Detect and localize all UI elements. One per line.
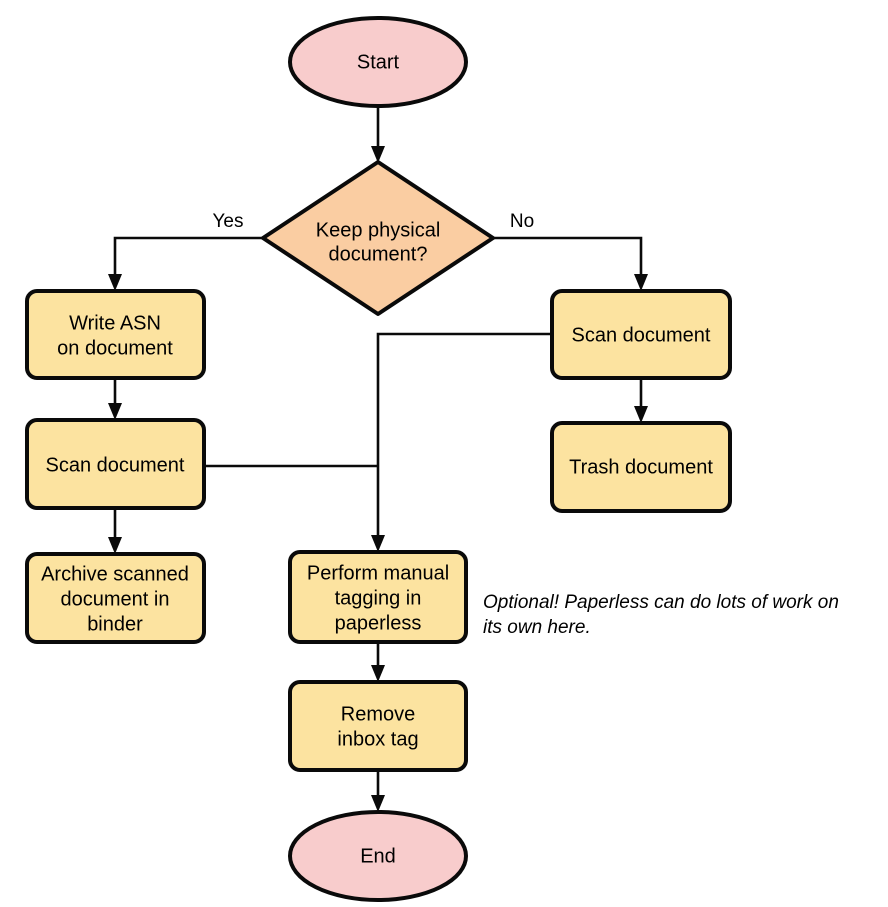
node-tagging-label-line3: paperless xyxy=(335,612,422,634)
scan-document-right-box-shape xyxy=(550,289,732,380)
node-remove-inbox-label-line2: inbox tag xyxy=(337,728,418,750)
remove-inbox-box-shape xyxy=(288,680,468,772)
node-archive-scanned-document[interactable]: Archive scanned document in binder xyxy=(25,552,206,644)
arrow-head-icon xyxy=(371,795,385,812)
edge-scan-right-to-tagging xyxy=(371,332,552,552)
node-remove-inbox-label-line1: Remove xyxy=(341,703,415,725)
node-trash-document[interactable]: Trash document xyxy=(550,421,732,513)
edge-decision-yes-to-write-asn xyxy=(108,236,263,291)
node-decision-keep-physical-document[interactable]: Keep physical document? xyxy=(261,160,495,316)
edge-label-yes: Yes xyxy=(213,211,244,232)
annotation-note-line2: its own here. xyxy=(483,617,591,638)
node-write-asn-label-line2: on document xyxy=(57,337,173,359)
write-asn-box-shape xyxy=(25,289,206,380)
arrow-head-icon xyxy=(371,665,385,682)
arrow-head-icon xyxy=(108,274,122,291)
edge-scan-right-to-trash xyxy=(634,378,648,423)
scan-document-left-box-shape xyxy=(25,418,206,510)
annotation-note-line1: Optional! Paperless can do lots of work … xyxy=(483,592,839,613)
end-ellipse-shape xyxy=(288,810,468,902)
edge-remove-inbox-to-end xyxy=(371,770,385,812)
arrow-head-icon xyxy=(108,537,122,554)
node-trash-document-label: Trash document xyxy=(569,456,713,478)
arrow-head-icon xyxy=(371,535,385,552)
edge-label-no: No xyxy=(510,211,534,232)
node-scan-document-right[interactable]: Scan document xyxy=(550,289,732,380)
node-tagging-label-line2: tagging in xyxy=(335,587,422,609)
edge-start-to-decision xyxy=(371,106,385,163)
decision-diamond-shape xyxy=(261,160,495,316)
arrow-head-icon xyxy=(634,406,648,423)
arrow-head-icon xyxy=(634,274,648,291)
node-scan-document-left[interactable]: Scan document xyxy=(25,418,206,510)
annotation-optional-note: Optional! Paperless can do lots of work … xyxy=(483,592,839,638)
edge-write-asn-to-scan-left xyxy=(108,378,122,420)
node-start-label: Start xyxy=(357,51,400,73)
node-remove-inbox-tag[interactable]: Remove inbox tag xyxy=(288,680,468,772)
node-archive-label-line2: document in xyxy=(61,588,170,610)
node-end[interactable]: End xyxy=(288,810,468,902)
node-start[interactable]: Start xyxy=(288,16,468,108)
node-end-label: End xyxy=(360,845,396,867)
node-write-asn-label-line1: Write ASN xyxy=(69,312,161,334)
tagging-box-shape xyxy=(288,550,468,644)
node-scan-document-left-label: Scan document xyxy=(46,454,185,476)
node-tagging-label-line1: Perform manual xyxy=(307,562,449,584)
start-ellipse-shape xyxy=(288,16,468,108)
node-decision-label-line2: document? xyxy=(329,243,428,265)
node-perform-manual-tagging[interactable]: Perform manual tagging in paperless xyxy=(288,550,468,644)
trash-document-box-shape xyxy=(550,421,732,513)
node-archive-label-line3: binder xyxy=(87,613,143,635)
edge-decision-no-to-scan-right xyxy=(493,236,648,291)
archive-box-shape xyxy=(25,552,206,644)
node-write-asn-on-document[interactable]: Write ASN on document xyxy=(25,289,206,380)
arrow-head-icon xyxy=(108,403,122,420)
arrow-head-icon xyxy=(371,146,385,163)
edge-tagging-to-remove-inbox xyxy=(371,642,385,682)
node-decision-label-line1: Keep physical xyxy=(316,219,441,241)
node-archive-label-line1: Archive scanned xyxy=(41,563,189,585)
node-scan-document-right-label: Scan document xyxy=(572,324,711,346)
edge-scan-left-to-archive xyxy=(108,508,122,554)
